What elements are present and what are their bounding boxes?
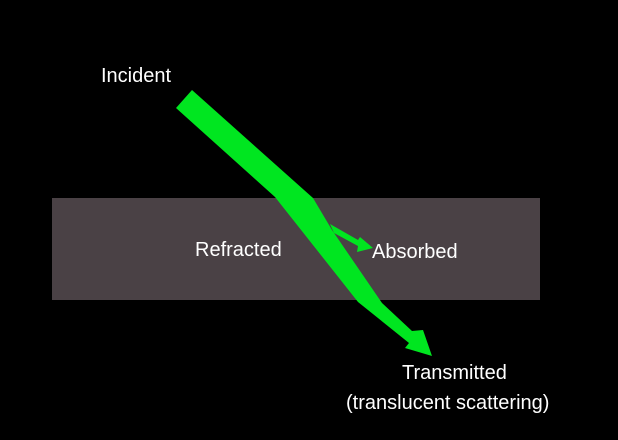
transmitted-note-label: (translucent scattering)	[346, 392, 550, 414]
transmitted-label: Transmitted	[402, 362, 507, 384]
absorbed-arrow	[330, 224, 373, 252]
light-ray-arrow	[176, 90, 432, 356]
refracted-label: Refracted	[195, 239, 282, 261]
incident-label: Incident	[101, 65, 172, 87]
absorbed-label: Absorbed	[372, 241, 458, 263]
